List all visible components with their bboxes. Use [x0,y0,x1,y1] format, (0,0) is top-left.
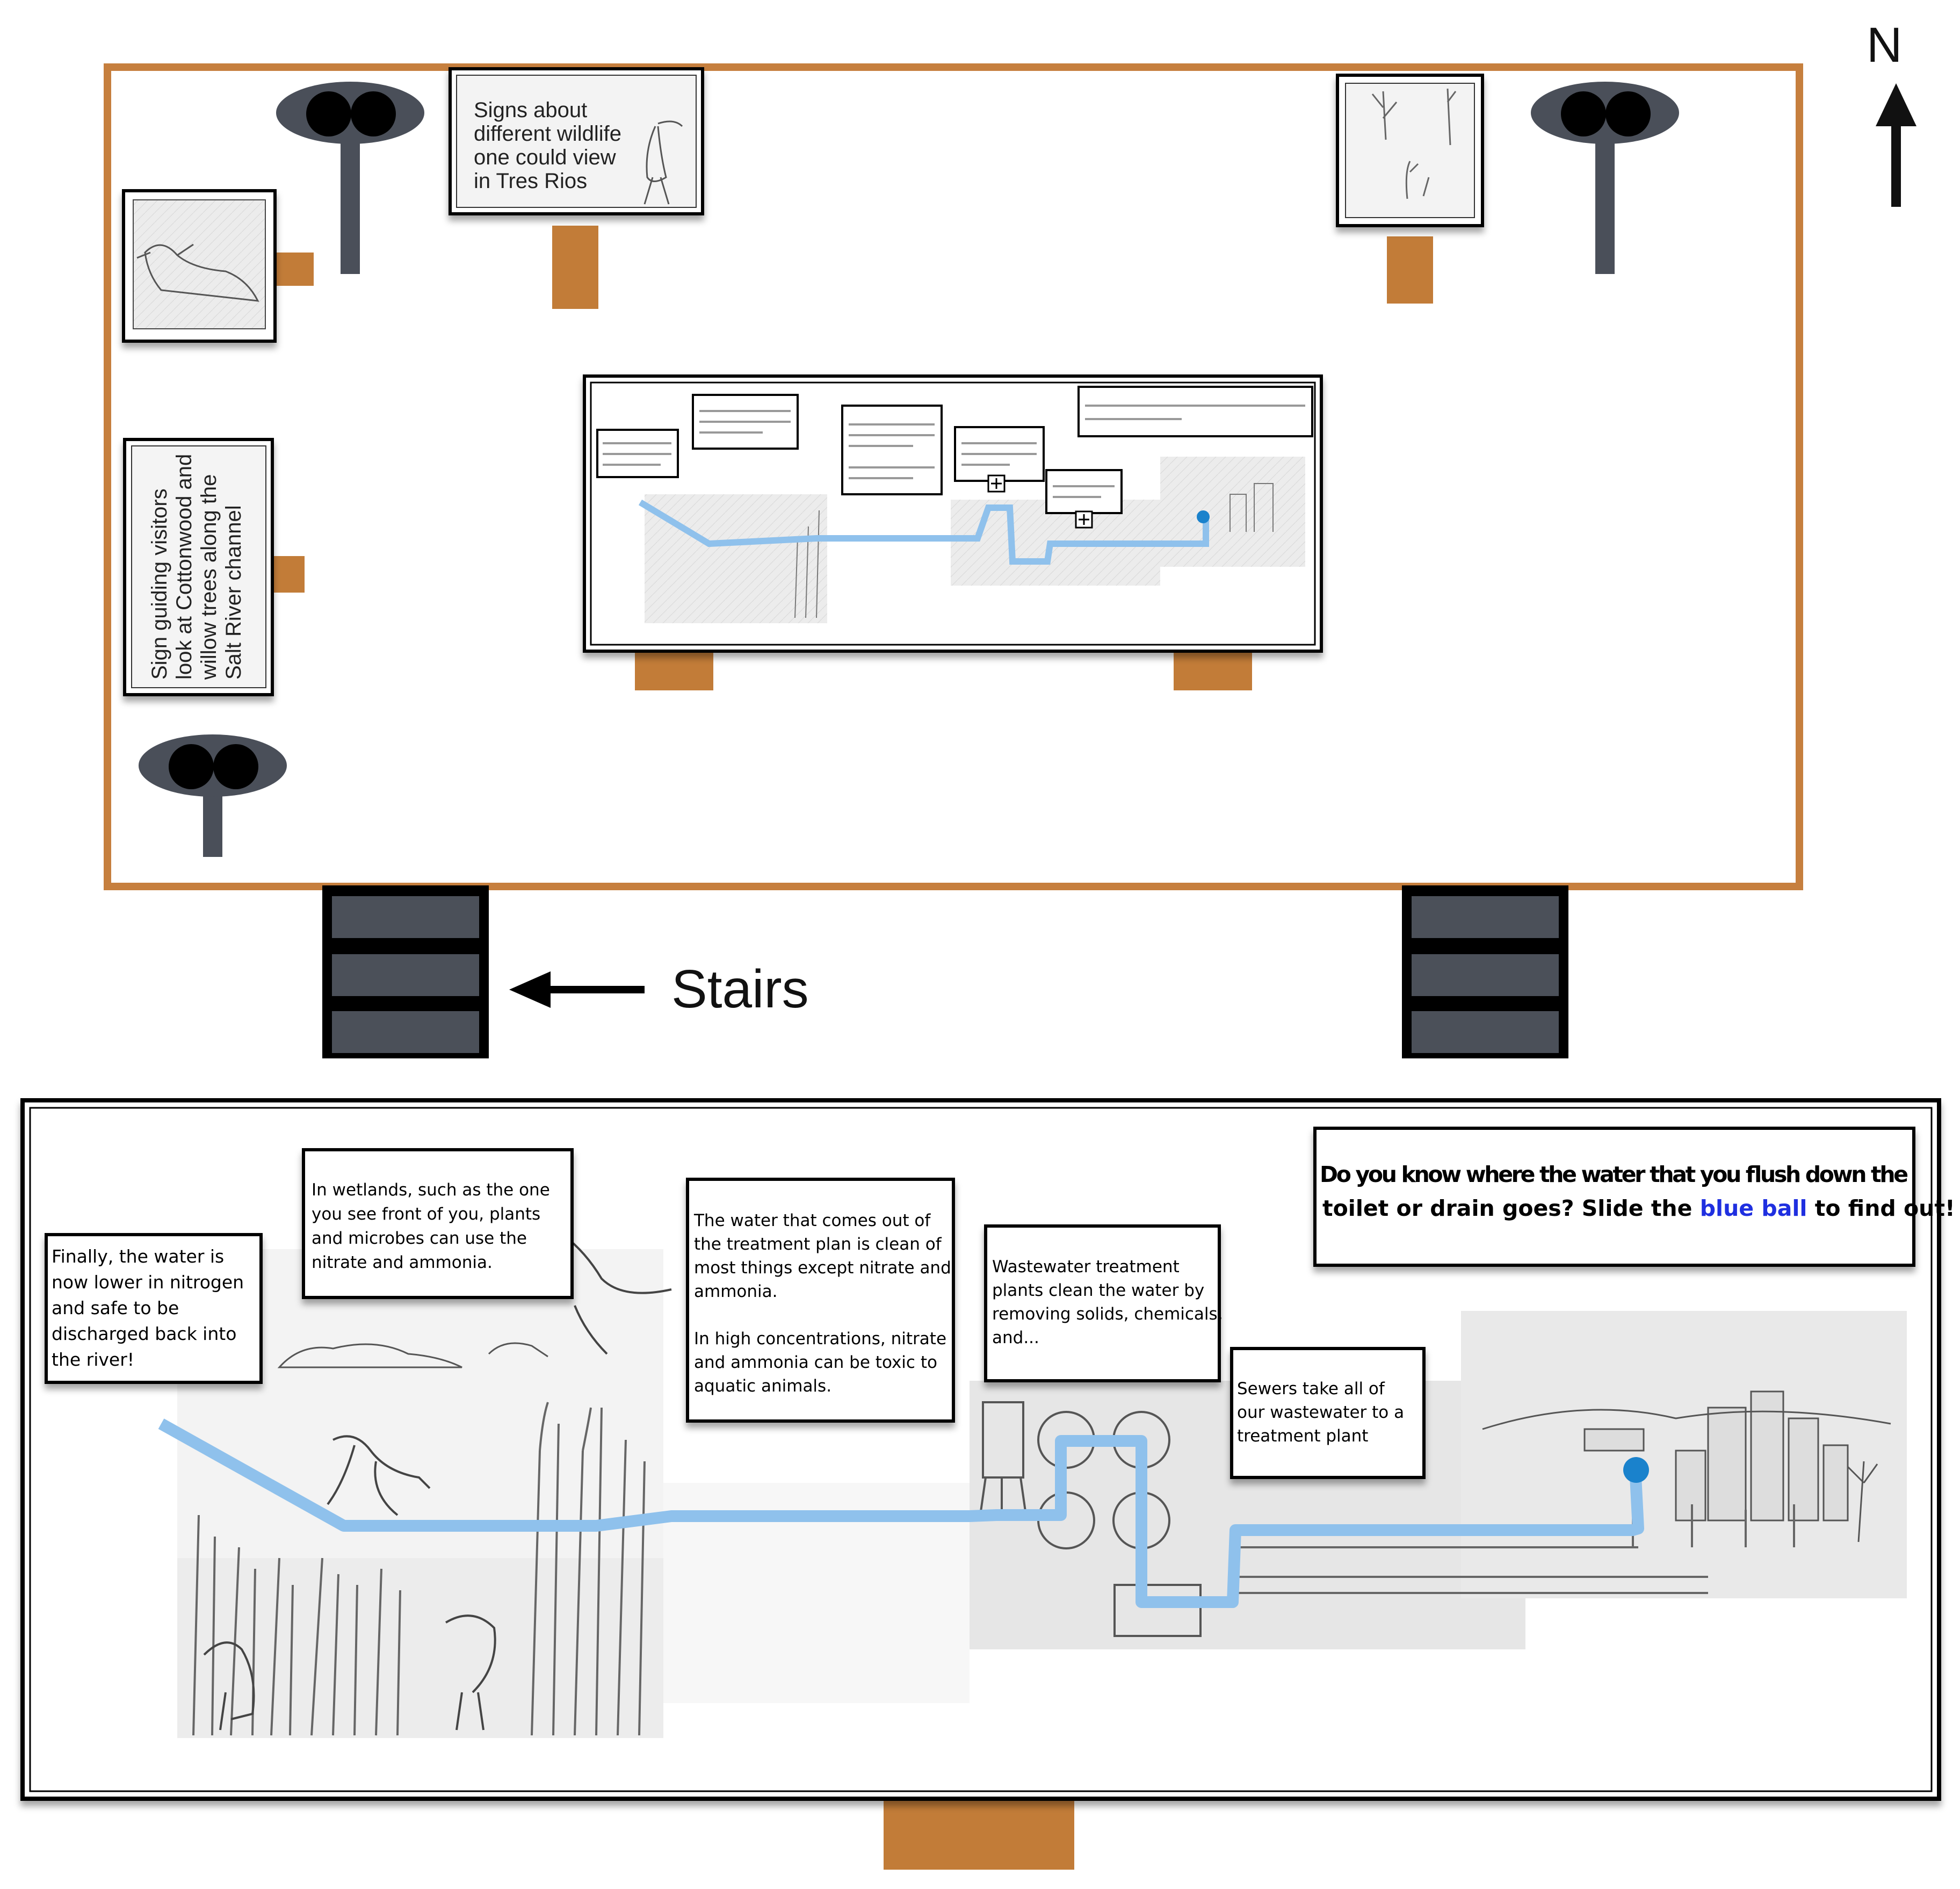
treatment-line: plants clean the water by [992,1281,1204,1300]
heron-sketch [203,1235,672,1731]
treatment-line: Wastewater treatment [992,1257,1180,1277]
output-line: the treatment plan is clean of [694,1235,942,1254]
intro-sign: Do you know where the water that you flu… [1313,1127,1955,1267]
compass-label: N [1867,18,1902,73]
svg-text:Sewers take all of: Sewers take all of our wastewater to a t… [1237,1379,1409,1446]
wildlife-sign-line: different wildlife [474,122,621,146]
far-island-sketch [277,1342,548,1368]
finally-line: and safe to be [52,1297,179,1318]
treatment-line: removing solids, chemicals, [992,1304,1223,1324]
finally-line: the river! [52,1349,134,1370]
exhibit-post [884,1794,1074,1870]
sewers-sign: Sewers take all of our wastewater to a t… [1230,1347,1426,1479]
output-line: The water that comes out of [693,1211,931,1230]
wetlands-line: you see front of you, plants [312,1205,540,1224]
binocular-icon [1531,82,1679,274]
intro-highlight: blue ball [1700,1195,1807,1221]
wildlife-sign-line: in Tres Rios [474,169,587,193]
output-line: ammonia. [694,1282,777,1301]
north-arrow-icon [1876,83,1916,207]
output-line: In high concentrations, nitrate [694,1329,946,1349]
plus-icon [1075,510,1093,529]
plus-icon [987,474,1006,493]
water-flow-path [158,1418,1644,1608]
stairs-left [322,885,489,1058]
wetland-sketch-lower [177,1558,663,1738]
plant-sketch-sign [1336,74,1484,304]
wildlife-sign-line: one could view [474,146,616,169]
svg-text:The water that comes out: The water that comes out of the treatmen… [693,1211,957,1396]
mini-exhibit-sign [583,374,1323,690]
svg-text:In wetlands, such as the: In wetlands, such as the one you see fro… [312,1180,555,1272]
finally-sign: Finally, the water is now lower in nitro… [45,1233,263,1384]
intro-line: toilet or drain goes? Slide the [1322,1195,1700,1221]
reeds-sketch [192,1402,646,1736]
city-sketch-buildings [1482,1390,1891,1542]
svg-text:Finally, the water is: Finally, the water is now lower in nitro… [52,1246,250,1370]
sewers-line: treatment plant [1237,1426,1368,1446]
bird-sketch-sign [122,189,314,343]
finally-line: discharged back into [52,1323,236,1344]
svg-text:Do you know where the water th: Do you know where the water that you flu… [1320,1162,1955,1221]
output-line: and ammonia can be toxic to [694,1353,937,1372]
sewers-line: Sewers take all of [1237,1379,1385,1398]
binocular-icon [276,82,424,274]
stairs-right [1402,885,1568,1058]
wetlands-sign: In wetlands, such as the one you see fro… [302,1148,574,1299]
output-line: most things except nitrate and [694,1258,951,1278]
svg-text:Wastewater treatment: Wastewater treatment plants clean the wa… [992,1257,1228,1347]
wetlands-line: nitrate and ammonia. [312,1253,493,1272]
guide-sign-line: willow trees along the [197,474,221,680]
output-line: aquatic animals. [694,1376,831,1396]
compass: N [1867,18,1916,207]
heron-sketch [643,120,683,205]
guide-sign-line: look at Cottonwood and [172,454,196,680]
treatment-line: and... [992,1328,1039,1347]
stairs-label: Stairs [671,959,809,1019]
wetlands-line: and microbes can use the [312,1229,527,1248]
left-arrow-icon [509,971,645,1008]
intro-tail: to find out! [1807,1195,1955,1221]
binocular-icon [139,734,287,857]
sewers-line: our wastewater to a [1237,1403,1404,1422]
blue-ball[interactable] [1623,1457,1649,1483]
platform-plan: N [104,18,1916,890]
guide-sign-line: Salt River channel [222,505,245,680]
exhibit-elevation: Do you know where the water that you flu… [20,1098,1955,1870]
intro-line: Do you know where the water that you flu… [1320,1162,1908,1187]
guide-sign-line: Sign guiding visitors [148,488,171,680]
svg-text:Signs about different: Signs about different wildlife one could… [474,98,627,193]
treatment-output-sign: The water that comes out of the treatmen… [686,1178,957,1423]
guide-sign: Sign guiding visitors look at Cottonwood… [123,438,305,696]
finally-line: Finally, the water is [52,1246,224,1267]
wildlife-sign-line: Signs about [474,98,587,122]
wetlands-line: In wetlands, such as the one [312,1180,550,1200]
treatment-plant-sign: Wastewater treatment plants clean the wa… [984,1224,1228,1382]
wildlife-sign: Signs about different wildlife one could… [449,67,704,309]
finally-line: now lower in nitrogen [52,1272,244,1293]
